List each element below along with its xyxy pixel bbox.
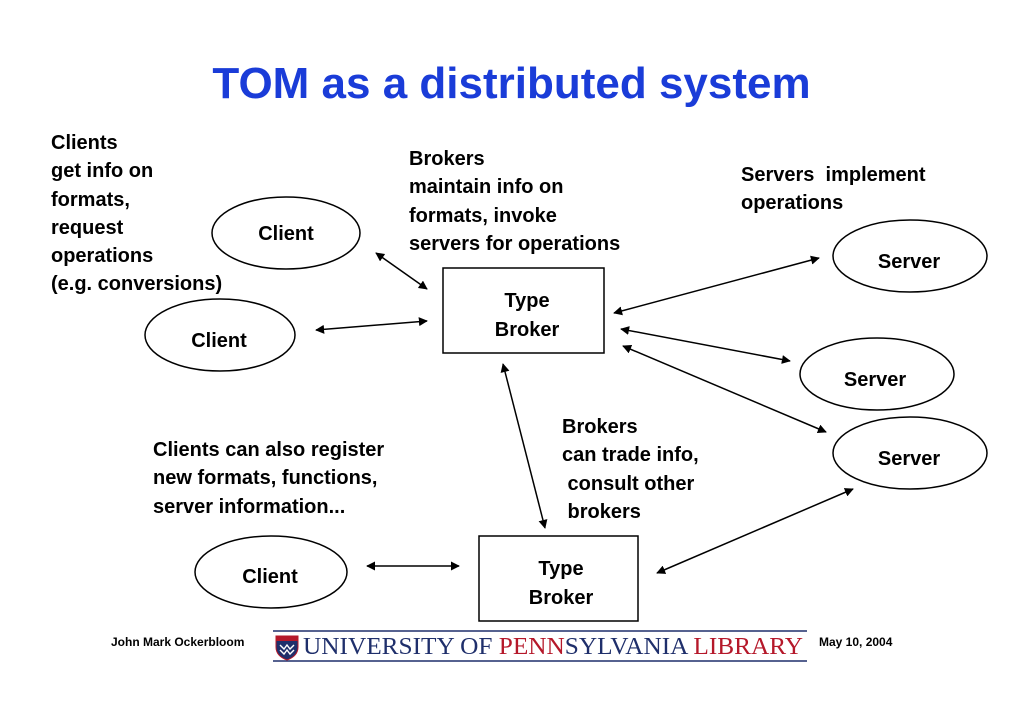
clients-register-annotation: Clients can also register new formats, f…	[153, 439, 385, 518]
type-broker-node-2: Type Broker	[478, 535, 639, 622]
client-label: Client	[191, 330, 247, 352]
footer-date: May 10, 2004	[819, 635, 893, 649]
server-node-2: Server	[799, 337, 955, 411]
edge-broker1-server1	[613, 255, 820, 316]
client-node-3: Client	[194, 535, 348, 609]
client-node-2: Client	[144, 298, 296, 372]
edge-client2-broker1	[315, 317, 428, 334]
client-node-1: Client	[211, 196, 361, 270]
server-label: Server	[844, 369, 906, 391]
brokers-annotation: Brokers maintain info on formats, invoke…	[409, 148, 621, 255]
slide-title: TOM as a distributed system	[212, 59, 811, 108]
server-node-3: Server	[832, 416, 988, 490]
brokers-trade-annotation: Brokers can trade info, consult other br…	[562, 416, 699, 523]
edge-broker1-server3	[622, 345, 827, 433]
server-label: Server	[878, 448, 940, 470]
servers-annotation: Servers implement operations	[741, 164, 926, 215]
server-label: Server	[878, 251, 940, 273]
clients-annotation: Clients get info on formats, request ope…	[51, 132, 223, 296]
broker-label-line-1: Type	[504, 290, 549, 312]
client-label: Client	[242, 566, 298, 588]
server-node-1: Server	[832, 219, 988, 293]
broker-label-line-2: Broker	[529, 587, 594, 609]
footer-author: John Mark Ockerbloom	[111, 635, 245, 649]
edge-broker2-server3	[656, 488, 854, 574]
broker-label-line-2: Broker	[495, 319, 560, 341]
client-label: Client	[258, 223, 314, 245]
edge-broker1-broker2	[500, 363, 548, 529]
penn-shield-icon	[275, 635, 299, 661]
broker-label-line-1: Type	[538, 558, 583, 580]
type-broker-node-1: Type Broker	[442, 267, 605, 354]
edge-client1-broker1	[375, 252, 428, 290]
